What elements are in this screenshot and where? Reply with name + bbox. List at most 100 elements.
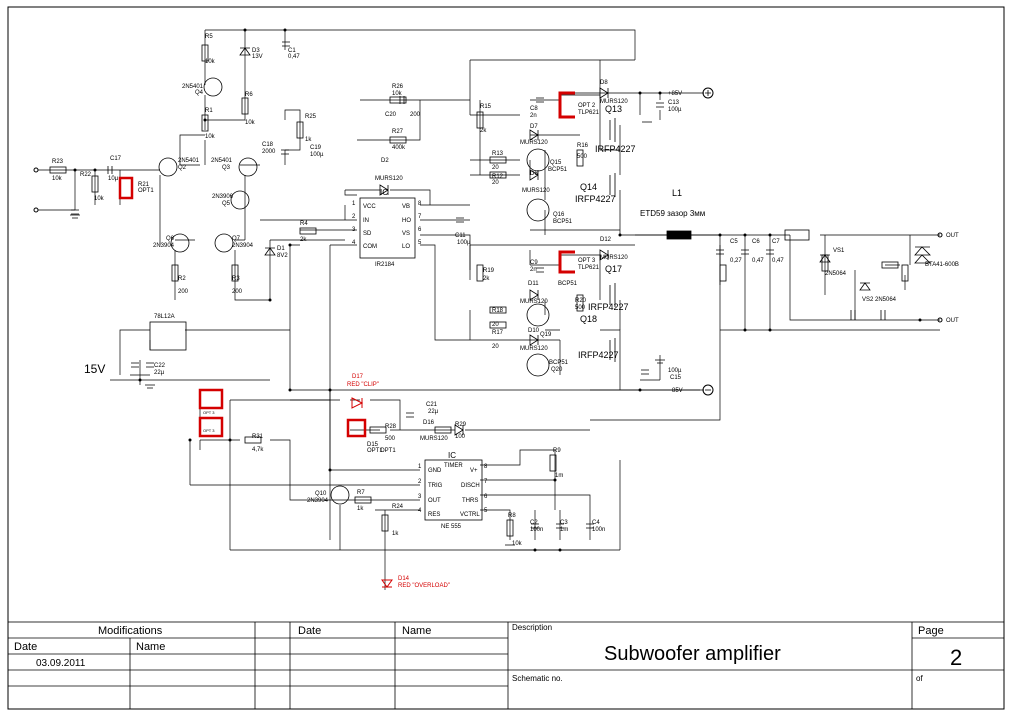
timer-pin-name: GND (428, 468, 442, 474)
part-label: D6 (530, 171, 538, 177)
part-label: BCP51 (553, 219, 573, 225)
part-label: 2n (530, 267, 537, 273)
part-label: BCP51 (549, 360, 569, 366)
part-label: 20 (492, 344, 499, 350)
part-label: 22µ (428, 409, 439, 415)
thyristor-label: 2N5064 (875, 297, 897, 303)
part-label: MURS120 (600, 99, 628, 105)
mosfet-ref: Q13 (605, 104, 622, 114)
output-terminal-1 (937, 232, 943, 238)
part-label: R25 (305, 114, 317, 120)
driver-pin-name: HO (402, 218, 411, 224)
part-label: C18 (262, 142, 274, 148)
driver-pin-name: VCC (363, 204, 376, 210)
part-label: R26 (392, 84, 404, 90)
part-label: 500 (575, 305, 586, 311)
part-label: C9 (530, 260, 538, 266)
timer-pin-num: 5 (484, 508, 488, 514)
part-label: 2N3904 (232, 243, 254, 249)
driver-pin-name: IN (363, 218, 369, 224)
mosfet-part: IRFP4227 (575, 194, 616, 204)
timer-pin-name: TRIG (428, 483, 443, 489)
part-label: 500 (385, 436, 396, 442)
mosfet-part: IRFP4227 (588, 302, 629, 312)
tb-description: Subwoofer amplifier (604, 643, 781, 665)
part-label: 1k (392, 531, 399, 537)
part-label: C1 (288, 48, 296, 54)
wiring (38, 29, 940, 590)
highlights (118, 91, 575, 438)
thyristor-label: VS1 (833, 248, 845, 254)
part-label: D2 (381, 158, 389, 164)
timer-pin-name: VCTRL (460, 512, 480, 518)
driver-pin-name: LO (402, 244, 410, 250)
output-terminal-2 (937, 317, 943, 323)
regulator-label: 78L12A (154, 314, 175, 320)
part-label: MURS120 (520, 299, 548, 305)
timer-ic-title: IC (448, 451, 456, 460)
pos-terminal-plus (705, 90, 711, 96)
part-label: C19 (310, 145, 322, 151)
part-label: C21 (426, 402, 438, 408)
tb-name-header-2: Name (402, 625, 431, 637)
part-label: R1 (205, 108, 213, 114)
driver-pin-name: COM (363, 244, 377, 250)
part-label: R18 (492, 308, 504, 314)
thyristor-label: VS2 (862, 297, 874, 303)
timer-ic-body (424, 459, 483, 521)
part-label: 4,7k (252, 447, 264, 453)
part-label: C11 (455, 233, 466, 239)
part-label: 200 (232, 289, 243, 295)
part-label: R31 (252, 434, 264, 440)
part-label: 10k (205, 59, 216, 65)
junctions (73, 28, 922, 552)
mosfet-ref: Q17 (605, 264, 622, 274)
part-label: 400k (392, 145, 406, 151)
part-label: BCP51 (558, 281, 578, 287)
part-label: R16 (577, 143, 589, 149)
part-label: R8 (508, 513, 516, 519)
part-label: C20 (385, 112, 397, 118)
part-label: 1k (305, 137, 312, 143)
part-label: 2N3906 (212, 194, 234, 200)
timer-pin-name: V+ (470, 468, 478, 474)
part-label: C17 (110, 156, 122, 162)
part-label: C7 (772, 239, 780, 245)
timer-pin-num: 1 (418, 464, 422, 470)
part-label: 2n (530, 113, 537, 119)
pos-terminal-icon (702, 87, 714, 99)
opto-label: TLP621 (578, 265, 600, 271)
triac-label: BTA41-600B (925, 262, 959, 268)
part-label: 20 (492, 180, 499, 186)
part-label: D11 (528, 281, 539, 287)
driver-pin-num: 5 (418, 240, 422, 246)
part-label: R19 (483, 268, 495, 274)
part-labels: R23 10k C17 10µ R22 10k R21 OPT1 R5 10k … (52, 34, 784, 547)
driver-pin-num: 4 (352, 240, 356, 246)
part-label: 100µ (310, 152, 324, 158)
opto-label: OPT 3 (203, 410, 215, 415)
part-label: R20 (575, 298, 587, 304)
part-label: 10k (52, 176, 63, 182)
neg-rail-label: 85V (672, 388, 683, 394)
part-label: 2N3904 (307, 498, 329, 504)
part-label: C5 (730, 239, 738, 245)
part-label: C22 (154, 363, 166, 369)
timer-pin-num: 8 (484, 464, 488, 470)
part-label: 0,47 (288, 54, 300, 60)
tb-description-header: Description (512, 623, 552, 632)
part-label: 2000 (262, 149, 276, 155)
part-label: R6 (245, 92, 253, 98)
part-label: 13V (252, 54, 263, 60)
part-label: 10µ (108, 176, 119, 182)
timer-pin-name: THRS (462, 498, 478, 504)
part-label: R2 (178, 276, 186, 282)
timer-pin-name: RES (428, 512, 440, 518)
part-label: 100n (530, 527, 543, 533)
part-label: R21 (138, 182, 150, 188)
overload-led-label: RED "OVERLOAD" (398, 583, 450, 589)
part-label: D8 (600, 80, 608, 86)
part-label: 200 (178, 289, 189, 295)
tb-page-header: Page (918, 625, 944, 637)
tb-name-header: Name (136, 641, 165, 653)
